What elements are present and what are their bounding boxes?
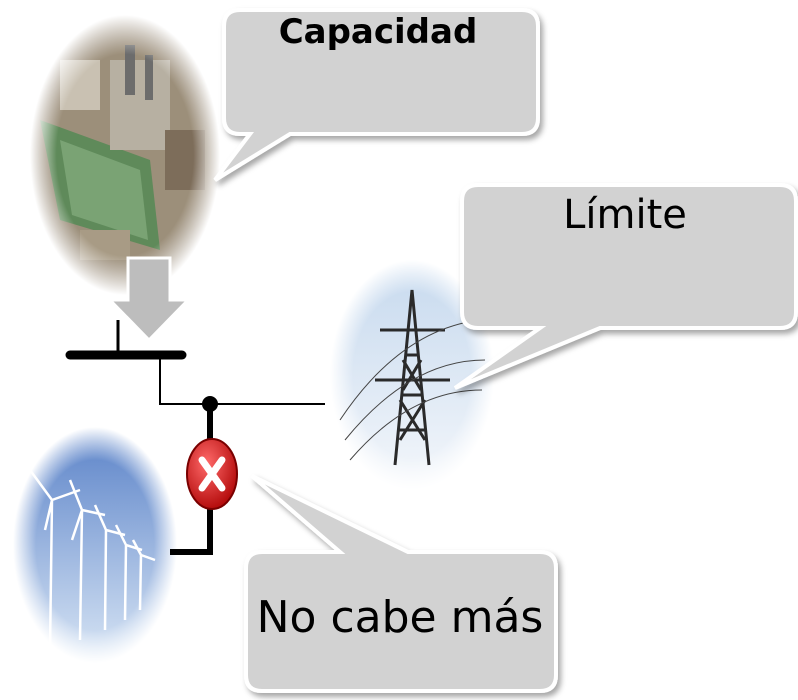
down-arrow [106,256,192,343]
capacity-label: Capacidad [278,12,478,52]
callout-full [244,474,558,693]
callout-limit [453,183,798,390]
limit-label: Límite [563,192,687,238]
power-plant-photo [30,15,220,295]
callout-capacity [213,8,540,182]
x-breaker-icon [186,438,238,510]
transmission-tower-photo [330,260,494,490]
line-to-node [159,357,325,405]
full-label: No cabe más [256,592,544,643]
wind-farm-photo [13,427,177,663]
